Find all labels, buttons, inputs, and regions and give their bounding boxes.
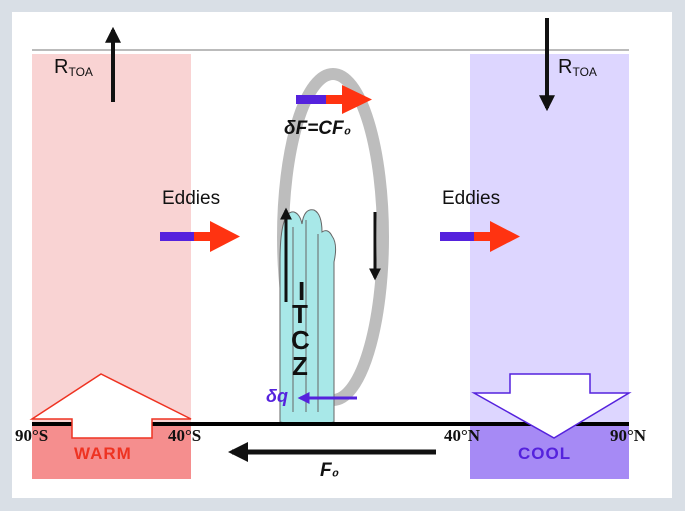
rtoa-left-label: RTOA [54,56,93,79]
diagram-canvas: RTOA RTOA Eddies Eddies δF=CF₀ I T C Z δ… [12,12,672,498]
moisture-label: δq [266,386,288,406]
cool-down-arrow [471,373,632,439]
warm-label: WARM [74,444,132,463]
diagram-graphics [29,18,632,479]
warm-up-arrow [29,373,192,439]
itcz-letter-z: Z [292,351,308,381]
itcz-letter-c: C [291,325,310,355]
lat-90s: 90°S [15,426,49,445]
itcz-letter-t: T [292,299,308,329]
cool-label: COOL [518,444,572,463]
eddies-left-arrow [160,221,240,252]
eddies-right-arrow [440,221,520,252]
eddies-right-label: Eddies [442,188,501,209]
itcz-cloud [279,209,337,426]
delta-f-arrow [296,85,372,114]
flux-equation: δF=CF₀ [284,118,352,139]
itcz-letter-i: I [298,276,306,306]
lat-90n: 90°N [610,426,647,445]
rtoa-right-label: RTOA [558,56,597,79]
transport-label: F₀ [320,460,340,481]
lat-40s: 40°S [168,426,202,445]
eddies-left-label: Eddies [162,188,221,209]
lat-40n: 40°N [444,426,481,445]
